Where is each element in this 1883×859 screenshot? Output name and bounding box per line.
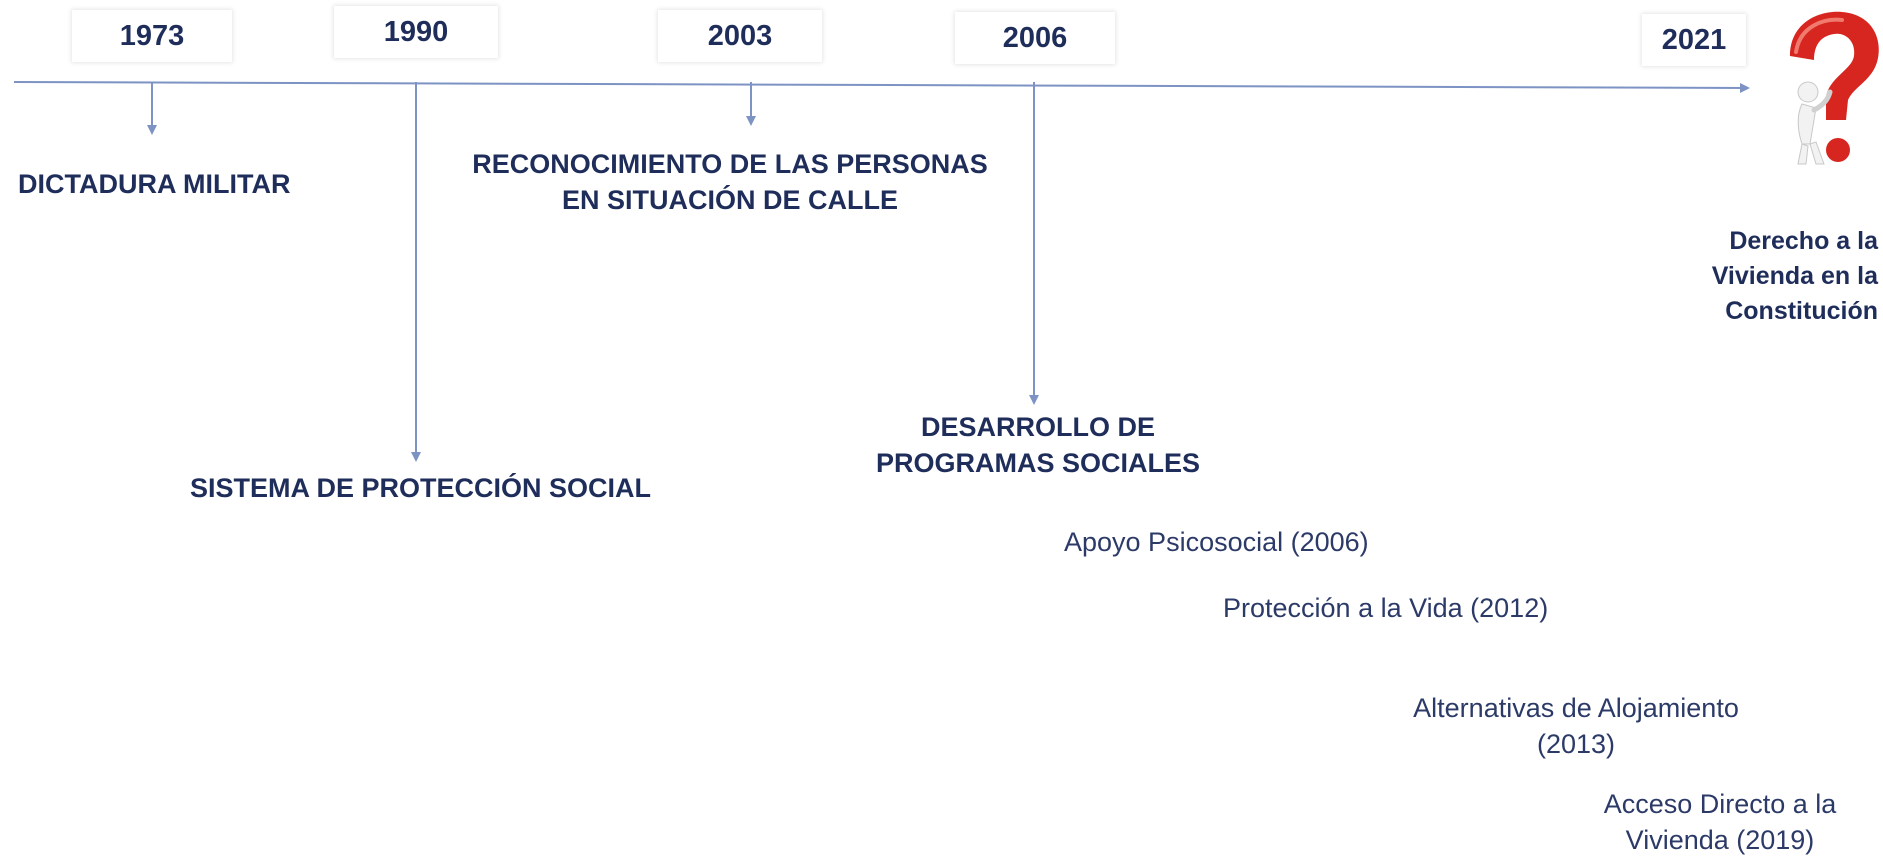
event-dictadura-militar: DICTADURA MILITAR: [18, 169, 291, 199]
program-alternativas-line2: (2013): [1536, 729, 1616, 759]
program-alternativas-alojamiento: Alternativas de Alojamiento (2013): [1366, 690, 1786, 762]
future-note-line3: Constitución: [1725, 297, 1878, 325]
year-label-2006: 2006: [955, 12, 1115, 64]
program-alternativas-line1: Alternativas de Alojamiento: [1413, 693, 1739, 723]
future-note-line1: Derecho a la: [1729, 227, 1878, 255]
event-desarrollo-line2: PROGRAMAS SOCIALES: [875, 448, 1201, 478]
program-acceso-line2: Vivienda (2019): [1625, 825, 1815, 855]
event-desarrollo-programas: DESARROLLO DE PROGRAMAS SOCIALES: [868, 409, 1208, 481]
year-label-1990: 1990: [334, 6, 498, 58]
event-sistema-proteccion-social: SISTEMA DE PROTECCIÓN SOCIAL: [190, 473, 652, 503]
program-acceso-directo: Acceso Directo a la Vivienda (2019): [1560, 786, 1880, 858]
future-note-line2: Vivienda en la: [1711, 262, 1878, 290]
event-desarrollo-line1: DESARROLLO DE: [920, 412, 1155, 442]
timeline-axis: [13, 81, 1750, 93]
program-proteccion-vida: Protección a la Vida (2012): [1223, 593, 1549, 623]
program-acceso-line1: Acceso Directo a la: [1603, 789, 1837, 819]
year-label-2021: 2021: [1642, 14, 1746, 66]
program-apoyo-psicosocial: Apoyo Psicosocial (2006): [1064, 527, 1369, 557]
year-label-1973: 1973: [72, 10, 232, 62]
year-label-2003: 2003: [658, 10, 822, 62]
question-mark-figure-icon: [1790, 11, 1879, 165]
event-reconocimiento: RECONOCIMIENTO DE LAS PERSONAS EN SITUAC…: [460, 146, 1000, 218]
future-note: Derecho a la Vivienda en la Constitución: [1650, 224, 1878, 329]
event-reconocimiento-line2: EN SITUACIÓN DE CALLE: [561, 185, 898, 215]
event-reconocimiento-line1: RECONOCIMIENTO DE LAS PERSONAS: [472, 149, 988, 179]
